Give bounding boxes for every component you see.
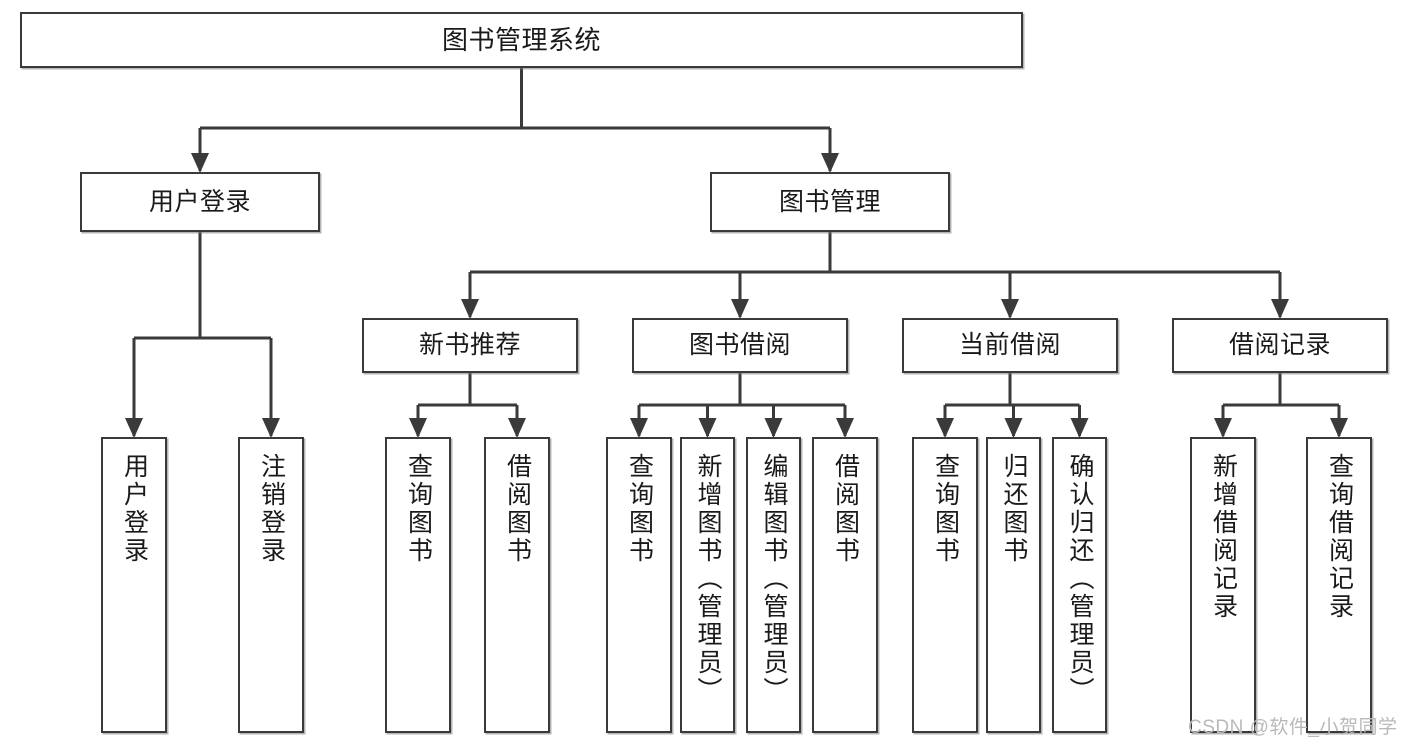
node-label: 新增借阅记录 bbox=[1209, 453, 1238, 621]
node-label: 注销登录 bbox=[257, 453, 286, 565]
node-label: 编辑图书（管理员） bbox=[760, 453, 788, 705]
node-book-borrow[interactable]: 图书借阅 bbox=[632, 318, 848, 373]
node-root[interactable]: 图书管理系统 bbox=[20, 12, 1023, 68]
node-leaf-query-book-3[interactable]: 查询图书 bbox=[912, 437, 978, 733]
node-leaf-confirm-return[interactable]: 确认归还（管理员） bbox=[1052, 437, 1107, 733]
node-leaf-edit-book[interactable]: 编辑图书（管理员） bbox=[746, 437, 801, 733]
node-label: 查询图书 bbox=[404, 453, 433, 565]
node-leaf-user-login[interactable]: 用户登录 bbox=[101, 437, 167, 733]
node-label: 借阅图书 bbox=[831, 453, 860, 565]
node-label: 图书借阅 bbox=[688, 331, 791, 359]
node-current-borrow[interactable]: 当前借阅 bbox=[902, 318, 1118, 373]
node-leaf-borrow-book-1[interactable]: 借阅图书 bbox=[484, 437, 550, 733]
watermark: CSDN @软件_小贺同学 bbox=[1188, 717, 1398, 738]
node-label: 用户登录 bbox=[120, 453, 149, 565]
node-leaf-user-logout[interactable]: 注销登录 bbox=[238, 437, 304, 733]
node-leaf-return-book[interactable]: 归还图书 bbox=[986, 437, 1041, 733]
node-label: 图书管理 bbox=[778, 187, 881, 216]
node-book-manage[interactable]: 图书管理 bbox=[710, 172, 950, 232]
node-leaf-borrow-book-2[interactable]: 借阅图书 bbox=[812, 437, 878, 733]
node-label: 图书管理系统 bbox=[441, 24, 601, 55]
node-label: 查询借阅记录 bbox=[1325, 453, 1354, 621]
node-label: 确认归还（管理员） bbox=[1066, 453, 1094, 705]
node-new-book-rec[interactable]: 新书推荐 bbox=[362, 318, 578, 373]
node-user-login[interactable]: 用户登录 bbox=[80, 172, 320, 232]
node-borrow-record[interactable]: 借阅记录 bbox=[1172, 318, 1388, 373]
node-leaf-query-book-1[interactable]: 查询图书 bbox=[385, 437, 451, 733]
node-label: 当前借阅 bbox=[958, 331, 1061, 359]
node-leaf-query-book-2[interactable]: 查询图书 bbox=[606, 437, 672, 733]
node-label: 用户登录 bbox=[148, 187, 251, 216]
node-label: 新书推荐 bbox=[418, 331, 521, 359]
node-label: 查询图书 bbox=[625, 453, 654, 565]
node-leaf-query-record[interactable]: 查询借阅记录 bbox=[1306, 437, 1372, 733]
node-label: 新增图书（管理员） bbox=[694, 453, 722, 705]
node-label: 归还图书 bbox=[1000, 453, 1028, 565]
node-label: 借阅记录 bbox=[1228, 331, 1331, 359]
node-leaf-add-record[interactable]: 新增借阅记录 bbox=[1190, 437, 1256, 733]
node-label: 查询图书 bbox=[931, 453, 960, 565]
node-label: 借阅图书 bbox=[503, 453, 532, 565]
node-leaf-add-book[interactable]: 新增图书（管理员） bbox=[680, 437, 735, 733]
